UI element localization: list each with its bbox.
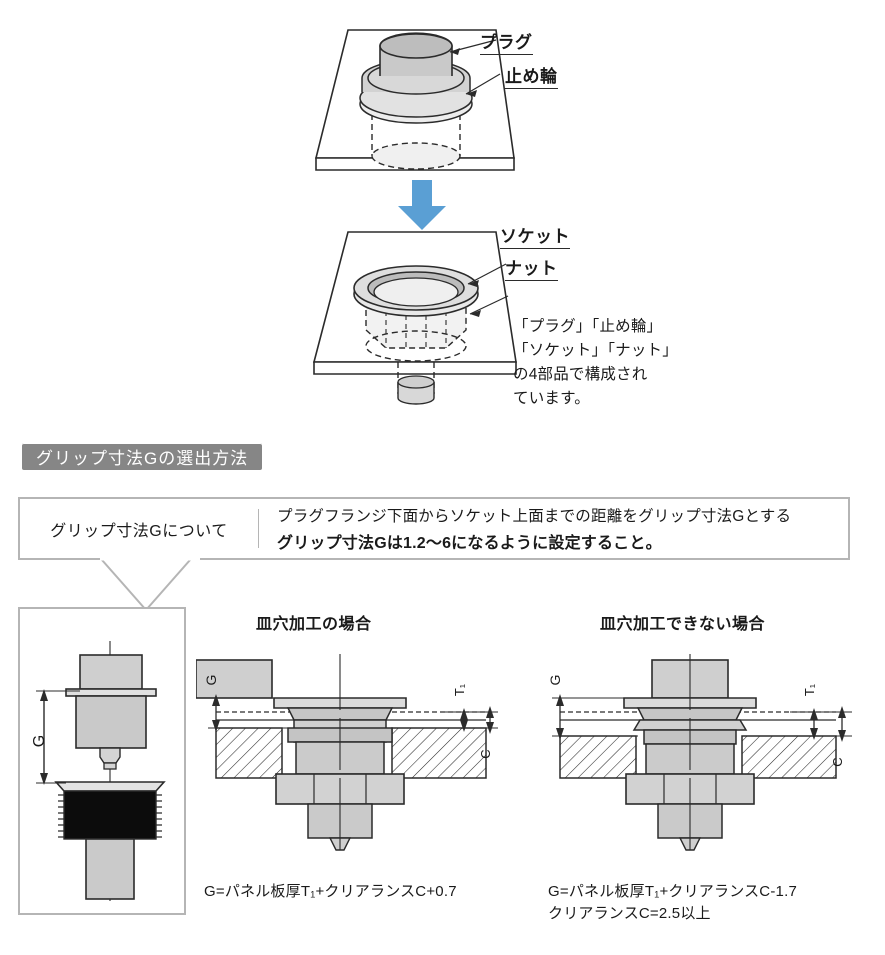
figure-socket-assembly xyxy=(312,231,517,405)
label-socket: ソケット xyxy=(500,222,570,249)
case-heading-countersink: 皿穴加工の場合 xyxy=(256,616,372,633)
case2-dim-c: C xyxy=(830,757,845,766)
case1-dim-g: G xyxy=(203,675,219,686)
case1-dim-t1: T₁ xyxy=(452,683,467,696)
note-label: グリップ寸法Gについて xyxy=(50,522,228,540)
figure-case-countersink: G T₁ C xyxy=(196,654,498,851)
note-line-2: グリップ寸法Gは1.2〜6になるように設定すること。 xyxy=(277,535,662,552)
case2-dim-t1: T₁ xyxy=(802,683,817,696)
note-box-tail xyxy=(100,558,200,612)
note-line-1: プラグフランジ下面からソケット上面までの距離をグリップ寸法Gとする xyxy=(277,508,792,525)
case1-dim-c: C xyxy=(478,749,493,758)
figure-grip-dimension-detail: G xyxy=(31,641,166,901)
case1-formula-line-1: G=パネル板厚T₁+クリアランスC+0.7 xyxy=(204,883,457,900)
label-plug: プラグ xyxy=(480,28,533,55)
note-divider xyxy=(258,509,259,548)
figure-plug-assembly xyxy=(314,29,515,171)
case2-formula-line-2: クリアランスC=2.5以上 xyxy=(548,905,711,922)
label-retaining-ring: 止め輪 xyxy=(505,62,558,89)
case-heading-no-countersink: 皿穴加工できない場合 xyxy=(600,616,766,633)
detail-dimension-label-g: G xyxy=(31,735,48,747)
grip-dimension-note-box: グリップ寸法Gについて プラグフランジ下面からソケット上面までの距離をグリップ寸… xyxy=(18,497,850,560)
case2-formula-line-1: G=パネル板厚T₁+クリアランスC-1.7 xyxy=(548,883,797,900)
section-header: グリップ寸法Gの選出方法 xyxy=(22,443,263,470)
case2-dim-g: G xyxy=(547,675,563,686)
label-nut: ナット xyxy=(505,254,558,281)
assembly-description: 「プラグ」「止め輪」 「ソケット」「ナット」 の4部品で構成され ています。 xyxy=(513,318,678,408)
down-arrow-icon xyxy=(398,180,446,230)
figure-case-no-countersink: G T₁ C xyxy=(547,654,852,851)
